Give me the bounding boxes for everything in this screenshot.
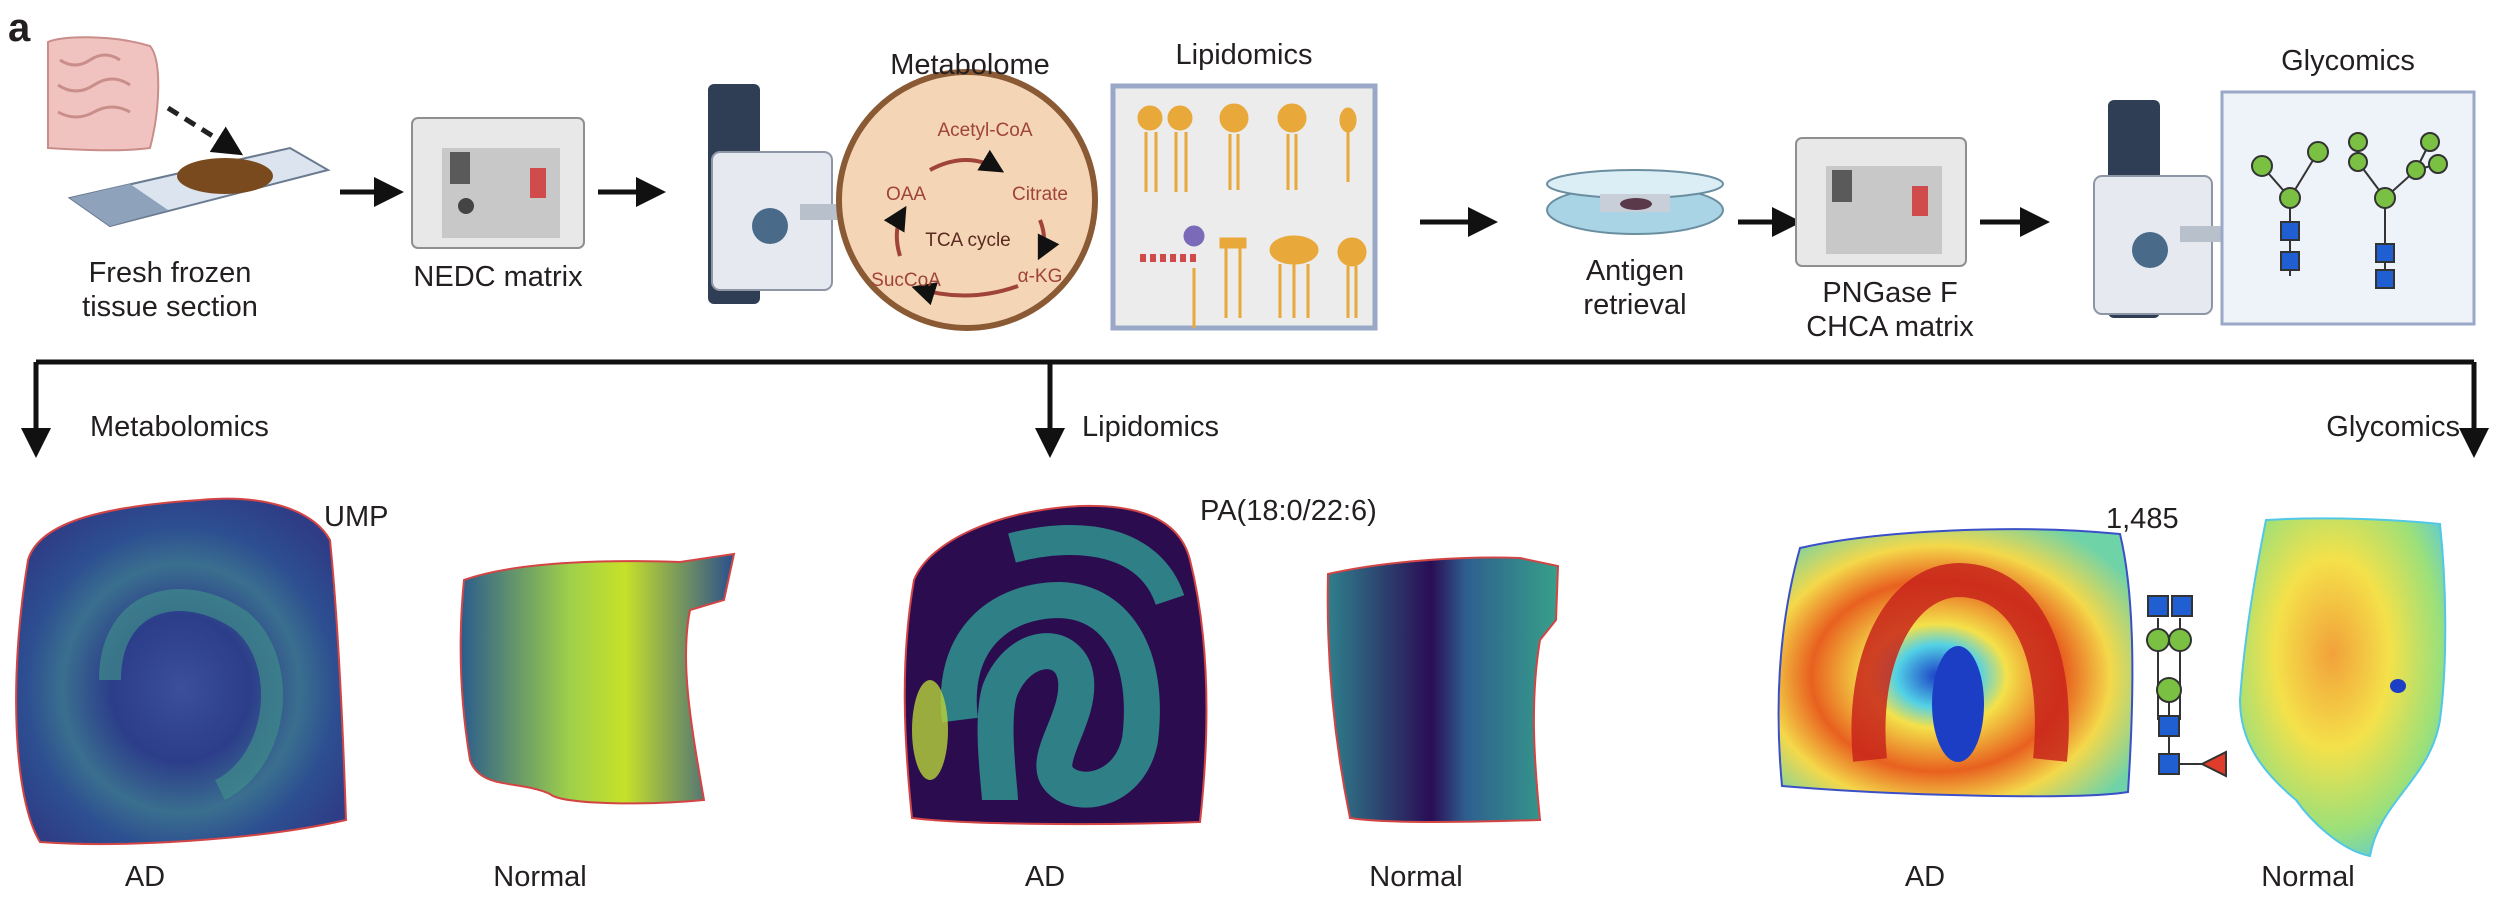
metabolomics-ad-image [15, 497, 348, 845]
brain-icon [47, 36, 160, 152]
metabolome-title: Metabolome [890, 49, 1050, 81]
dashed-arrow [166, 105, 244, 156]
tissue-label: Fresh frozen tissue section [50, 256, 290, 324]
normal-label-3: Normal [2261, 861, 2355, 893]
tissue-label-line2: tissue section [82, 291, 258, 323]
antigen-line1: Antigen [1585, 255, 1685, 287]
lipid-icons [1137, 103, 1367, 328]
glycomics-normal-image [2238, 517, 2447, 858]
antigen-line2: retrieval [1583, 289, 1687, 321]
ad-label-2: AD [1024, 861, 1066, 893]
tca-cycle-circle [836, 69, 1098, 331]
tca-acetyl: Acetyl-CoA [937, 120, 1032, 141]
glycomics-marker: 1,485 [2106, 503, 2179, 535]
lipidomics-normal-image [1326, 556, 1560, 823]
glycan-marker-icon [2146, 595, 2227, 778]
petri-dish-icon [1546, 169, 1724, 235]
lipidomics-marker: PA(18:0/22:6) [1200, 495, 1377, 527]
glycomics-box [2220, 90, 2476, 326]
branch-lines [21, 359, 2489, 458]
normal-label-1: Normal [493, 861, 587, 893]
tissue-label-line1: Fresh frozen [88, 257, 252, 289]
tca-akg: α-KG [1018, 266, 1063, 287]
tca-labels: Acetyl-CoA Citrate OAA TCA cycle SucCoA … [871, 120, 1068, 291]
ad-label-1: AD [124, 861, 166, 893]
matrix-sprayer-icon [411, 117, 585, 249]
branch-metabolomics: Metabolomics [90, 411, 269, 443]
pngase-line2: CHCA matrix [1806, 311, 1974, 343]
glycan-structure-icon [2251, 132, 2448, 289]
matrix-sprayer-icon-2 [1795, 137, 1967, 267]
mass-spectrometer-icon-2 [2093, 100, 2224, 318]
tca-citrate: Citrate [1012, 184, 1068, 205]
nedc-label: NEDC matrix [413, 261, 583, 293]
lipidomics-title: Lipidomics [1175, 39, 1313, 71]
tca-oaa: OAA [886, 184, 926, 205]
tca-succoa: SucCoA [871, 270, 941, 291]
mass-spectrometer-icon [708, 84, 844, 304]
tca-cycle-label: TCA cycle [925, 230, 1011, 251]
normal-label-2: Normal [1369, 861, 1463, 893]
pngase-line1: PNGase F [1822, 277, 1958, 309]
ad-label-3: AD [1904, 861, 1946, 893]
branch-glycomics: Glycomics [2326, 411, 2460, 443]
tca-arrows [883, 149, 1060, 306]
branch-lipidomics: Lipidomics [1082, 411, 1219, 443]
pngase-label: PNGase F CHCA matrix [1780, 276, 2000, 344]
antigen-label: Antigen retrieval [1540, 254, 1730, 322]
glycomics-title: Glycomics [2281, 45, 2415, 77]
tissue-slide-icon [67, 146, 331, 228]
metabolomics-marker: UMP [324, 501, 389, 533]
metabolomics-normal-image [459, 552, 736, 805]
panel-letter: a [8, 6, 31, 50]
